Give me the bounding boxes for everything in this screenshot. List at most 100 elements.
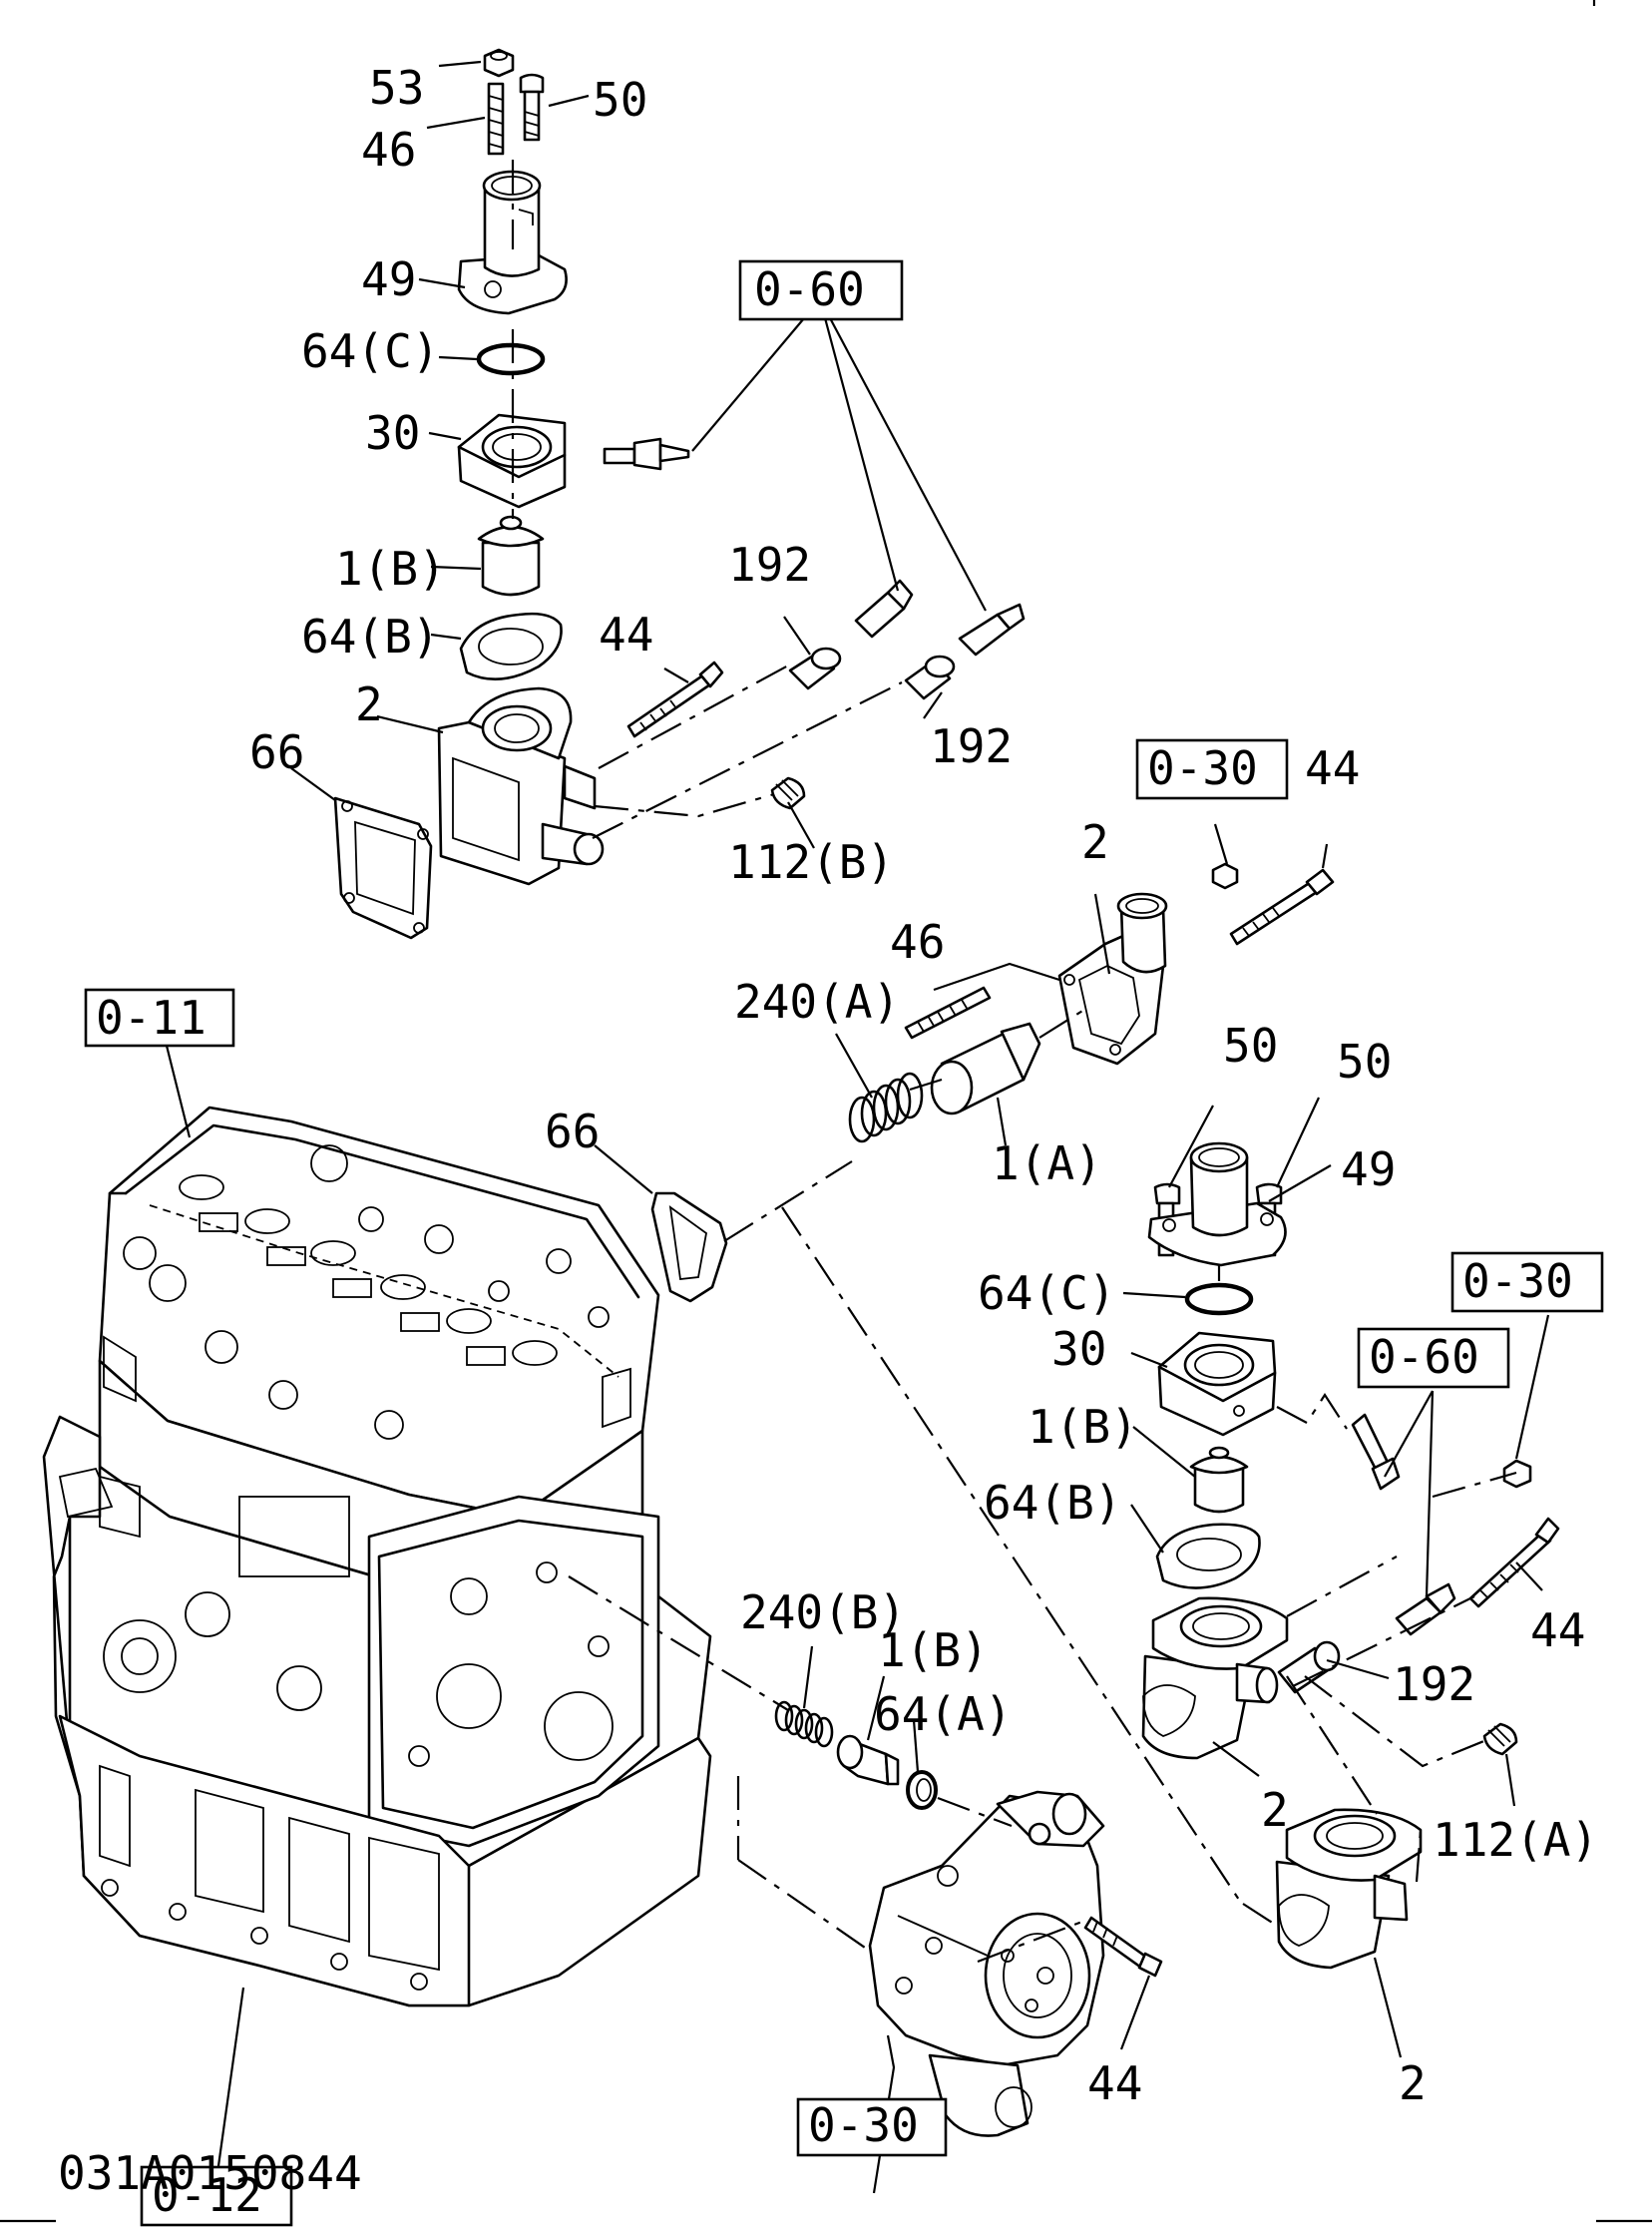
label-192-right: 192 [1393, 1657, 1475, 1711]
part-1b-thermostat-bottom [836, 1734, 900, 1786]
label-112b: 112(B) [728, 835, 894, 889]
label-192-top-b: 192 [930, 719, 1013, 773]
part-53-nut [483, 48, 515, 78]
label-66-middle: 66 [545, 1105, 600, 1158]
label-49-right: 49 [1341, 1142, 1396, 1196]
part-30-nut-right [1502, 1459, 1532, 1489]
part-2-case-right-upper [1141, 1596, 1289, 1760]
part-46-stud-middle [904, 986, 992, 1040]
part-64a-oring [906, 1770, 938, 1810]
label-46-top: 46 [361, 123, 416, 177]
part-240a-spring [848, 1072, 924, 1143]
ref-box-0-11-label: 0-11 [96, 991, 206, 1045]
leader-lines-top [290, 60, 987, 849]
ref-box-0-60-right[interactable]: 0-60 [1357, 1327, 1510, 1389]
label-44-top: 44 [599, 608, 653, 662]
part-112b-plug [770, 776, 806, 810]
ref-box-0-30-top-right[interactable]: 0-30 [1135, 738, 1289, 800]
part-30-nut-small [1211, 862, 1239, 890]
part-192-plug-top-b [904, 655, 956, 700]
part-44-bolt-top [626, 661, 724, 738]
ref-box-0-30-bottom[interactable]: 0-30 [796, 2097, 948, 2157]
leader-lines-right [1122, 1097, 1550, 2058]
label-240a: 240(A) [734, 975, 900, 1029]
part-sender-0-60-right [1395, 1582, 1456, 1636]
label-2-middle: 2 [1081, 815, 1109, 869]
part-192-plug-right [1277, 1640, 1341, 1694]
label-30-top: 30 [365, 406, 420, 460]
drawing-number: 031A0150844 [58, 2146, 362, 2200]
label-30-right: 30 [1051, 1322, 1106, 1376]
part-66-gasket-top [333, 796, 433, 940]
ref-box-0-30-bottom-label: 0-30 [808, 2098, 919, 2152]
part-44-bolt-middle [1229, 868, 1335, 946]
label-50-top: 50 [593, 73, 647, 127]
part-sensor-0-60-top [603, 437, 690, 471]
part-sender-0-60-b [958, 603, 1026, 657]
label-53: 53 [369, 61, 424, 115]
label-1b-bottom: 1(B) [878, 1623, 989, 1677]
part-240b-spring [774, 1700, 834, 1748]
part-50-bolt [519, 73, 545, 142]
label-1b-right: 1(B) [1028, 1400, 1138, 1454]
part-30-housing-plate-right [1157, 1331, 1277, 1437]
part-192-plug-top-a [788, 647, 842, 690]
label-1b-top: 1(B) [335, 542, 446, 596]
part-64b-gasket-right [1155, 1523, 1261, 1589]
part-64c-oring-top [476, 342, 546, 376]
label-44-bottom: 44 [1087, 2056, 1142, 2110]
ref-box-0-60-right-label: 0-60 [1369, 1330, 1479, 1384]
leader-lines-bottom [164, 1041, 1151, 2194]
part-1b-thermostat-top [477, 515, 545, 597]
ref-box-0-12-label: 0-12 [152, 2168, 262, 2222]
label-1a: 1(A) [992, 1136, 1102, 1190]
label-64b-right: 64(B) [984, 1476, 1121, 1530]
part-64c-oring-right [1184, 1282, 1254, 1316]
water-pump [868, 1790, 1105, 2137]
label-49-top: 49 [361, 252, 416, 306]
head-side-ports [103, 1236, 631, 1440]
ref-box-0-30-right[interactable]: 0-30 [1450, 1251, 1604, 1313]
part-1b-thermostat-right [1189, 1446, 1249, 1514]
ref-box-0-12[interactable]: 0-12 [140, 2165, 293, 2227]
part-sender-0-60-a [854, 579, 914, 639]
part-2-case-middle [1057, 892, 1168, 1066]
label-240b: 240(B) [740, 1585, 906, 1639]
part-64b-gasket-top [459, 612, 563, 681]
part-66-gasket-middle [650, 1191, 728, 1303]
ref-box-0-11[interactable]: 0-11 [84, 988, 235, 1048]
part-44-bolt-right [1468, 1517, 1560, 1608]
oil-pan-ribs [99, 1764, 440, 1991]
leader-lines-middle [594, 823, 1329, 1901]
part-112a-plug [1482, 1722, 1518, 1756]
label-64a: 64(A) [874, 1687, 1012, 1741]
engine-block [42, 1106, 712, 2007]
label-50-right-a: 50 [1223, 1019, 1278, 1073]
label-64c-top: 64(C) [301, 324, 439, 378]
part-sensor-0-60-right [1351, 1413, 1401, 1491]
label-44-right: 44 [1530, 1603, 1585, 1657]
ref-box-0-30-right-label: 0-30 [1462, 1254, 1573, 1308]
label-50-right-b: 50 [1337, 1035, 1392, 1089]
label-2-right-upper: 2 [1261, 1783, 1289, 1837]
label-192-top-a: 192 [728, 538, 811, 592]
label-112a: 112(A) [1433, 1813, 1598, 1867]
part-2-case-right-lower [1275, 1808, 1423, 1970]
ref-box-0-30-top-right-label: 0-30 [1147, 741, 1258, 795]
label-66-top: 66 [249, 725, 304, 779]
part-49-water-outlet-right [1147, 1141, 1287, 1267]
label-64c-right: 64(C) [978, 1266, 1115, 1320]
label-44-middle: 44 [1305, 741, 1360, 795]
part-2-thermostat-case-top [437, 686, 605, 886]
ref-box-0-60-top[interactable]: 0-60 [738, 259, 904, 321]
block-bosses [58, 1467, 614, 1767]
part-44-bolt-bottom [1083, 1916, 1163, 1978]
part-1a-thermostat [930, 1022, 1041, 1115]
valve-rocker-details [149, 1144, 620, 1378]
label-2-right-lower: 2 [1399, 2056, 1427, 2110]
label-46-middle: 46 [890, 915, 945, 969]
part-46-stud [487, 82, 505, 156]
label-2-top: 2 [355, 677, 383, 731]
